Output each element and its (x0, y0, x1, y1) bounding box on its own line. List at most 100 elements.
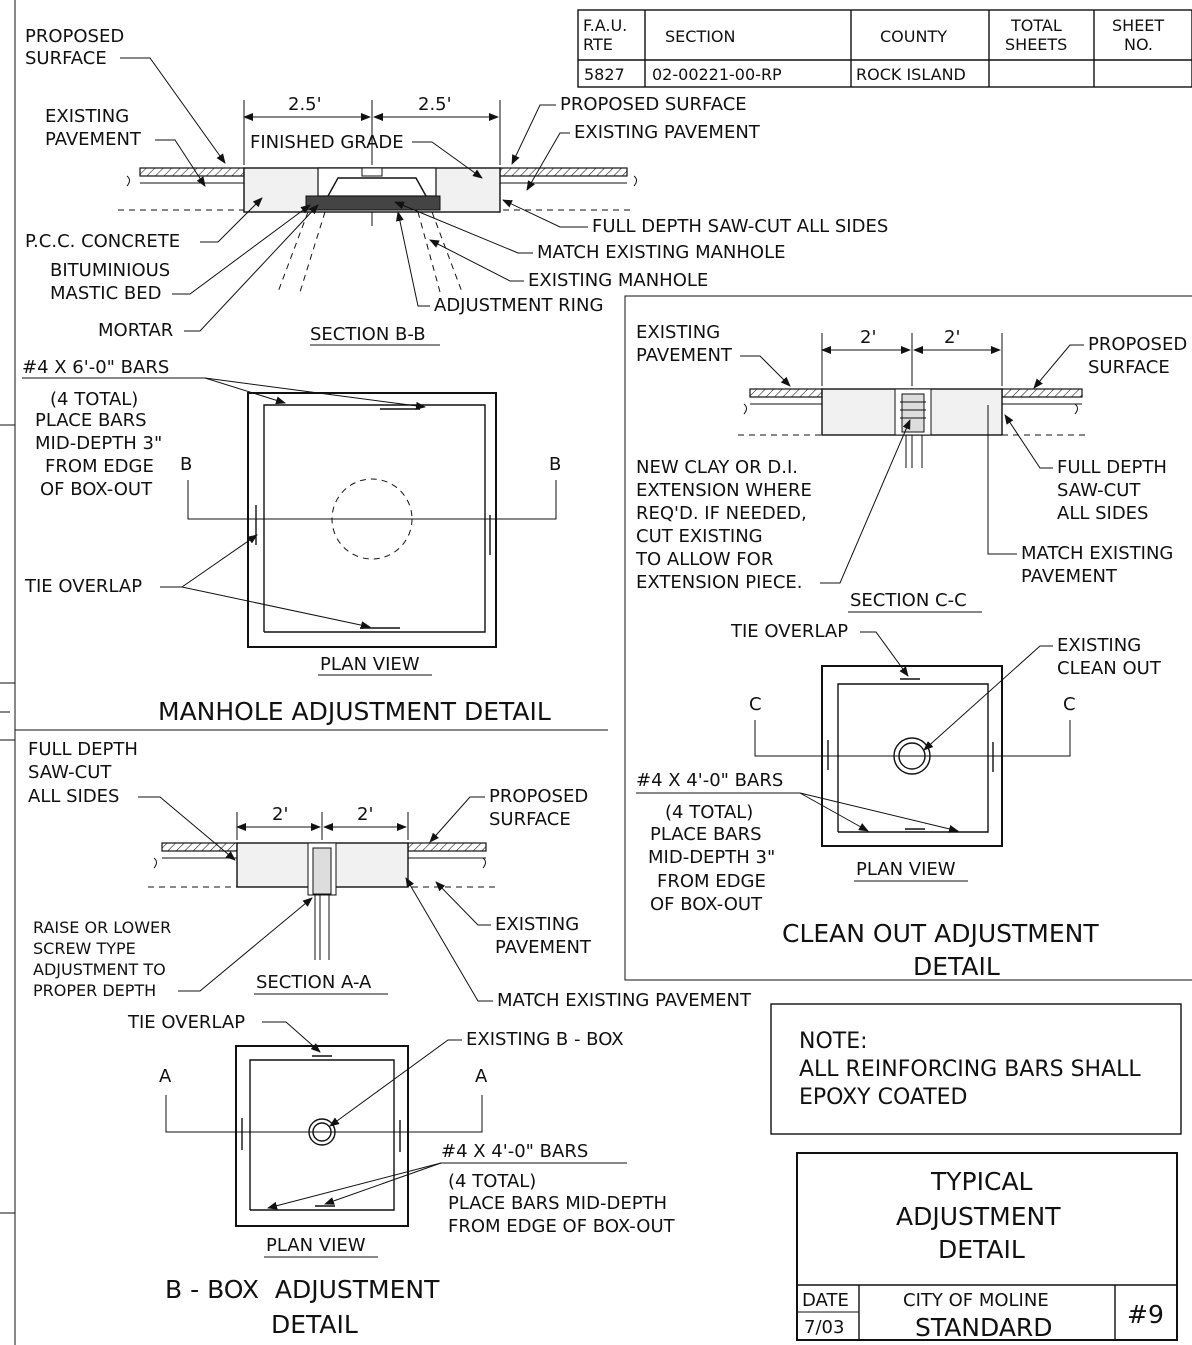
cleanout-dim-left: 2' (860, 327, 876, 348)
title-value-county: ROCK ISLAND (856, 65, 966, 84)
cleanout-cut-right: C (1063, 694, 1076, 715)
sheet-border (0, 0, 16, 1345)
title-header-total-1: TOTAL (1010, 16, 1062, 35)
title-header-section: SECTION (665, 27, 736, 46)
manhole-bars-note-5: OF BOX-OUT (40, 479, 153, 500)
manhole-label-proposed-r: PROPOSED SURFACE (560, 94, 747, 115)
manhole-plan-view: B B #4 X 6'-0" BARS (4 TOTAL) PLACE BARS… (15, 357, 608, 731)
title-header-total-2: SHEETS (1005, 35, 1067, 54)
bbox-detail-title-2: DETAIL (271, 1310, 358, 1339)
manhole-label-existing-1: EXISTING (45, 106, 129, 127)
manhole-label-existing-r: EXISTING PAVEMENT (574, 122, 761, 143)
stamp-date-label: DATE (802, 1290, 849, 1311)
title-block: F.A.U. RTE SECTION COUNTY TOTAL SHEETS S… (577, 9, 1192, 88)
title-header-county: COUNTY (880, 27, 947, 46)
bbox-section-aa: 2' 2' FULL DEPTH SAW-CUT ALL SIDES PROPO… (28, 739, 752, 1011)
cleanout-tie-label: TIE OVERLAP (730, 621, 848, 642)
manhole-bars-note-4: FROM EDGE (45, 456, 154, 477)
cleanout-label-prop-2: SURFACE (1088, 357, 1170, 378)
bbox-exbox-label: EXISTING B - BOX (466, 1029, 624, 1050)
bbox-plan-view: A A TIE OVERLAP EXISTING B - BOX #4 X 4'… (127, 1012, 676, 1339)
cleanout-bars-note-3: MID-DEPTH 3" (648, 847, 775, 868)
manhole-label-proposed-2: SURFACE (25, 48, 107, 69)
manhole-dim-left: 2.5' (288, 94, 322, 115)
cleanout-saw-2: SAW-CUT (1057, 480, 1141, 501)
bbox-bars-note-1: (4 TOTAL) (448, 1171, 536, 1192)
cleanout-bars-note-1: (4 TOTAL) (665, 802, 753, 823)
manhole-label-match-manhole: MATCH EXISTING MANHOLE (537, 242, 786, 263)
bbox-raise-4: PROPER DEPTH (33, 981, 156, 1000)
stamp-standard: STANDARD (915, 1313, 1053, 1342)
stamp-date-value: 7/03 (804, 1317, 844, 1338)
cleanout-exclean-2: CLEAN OUT (1057, 658, 1162, 679)
cleanout-label-prop-1: PROPOSED (1088, 334, 1187, 355)
cleanout-note-3: REQ'D. IF NEEDED, (636, 503, 807, 524)
manhole-plan-title: PLAN VIEW (320, 654, 420, 675)
bbox-saw-3: ALL SIDES (28, 786, 120, 807)
manhole-cut-left: B (180, 454, 192, 475)
manhole-label-bit-2: MASTIC BED (50, 283, 161, 304)
cleanout-bars-note-2: PLACE BARS (650, 824, 762, 845)
stamp-number: #9 (1127, 1300, 1164, 1329)
manhole-label-sawcut: FULL DEPTH SAW-CUT ALL SIDES (592, 216, 888, 237)
bbox-dim-left: 2' (272, 804, 288, 825)
cleanout-label-expave-2: PAVEMENT (636, 345, 733, 366)
title-header-sheet-2: NO. (1124, 35, 1153, 54)
bbox-raise-3: ADJUSTMENT TO (33, 960, 166, 979)
manhole-bars-note-2: PLACE BARS (35, 410, 147, 431)
manhole-label-proposed-1: PROPOSED (25, 26, 124, 47)
bbox-cut-left: A (159, 1066, 172, 1087)
manhole-label-adj-ring: ADJUSTMENT RING (434, 295, 603, 316)
stamp-title-1: TYPICAL (930, 1167, 1033, 1196)
title-header-fau-1: F.A.U. (583, 16, 627, 35)
note-line-3: EPOXY COATED (799, 1085, 968, 1110)
bbox-bars-note-2: PLACE BARS MID-DEPTH (448, 1193, 667, 1214)
bbox-match: MATCH EXISTING PAVEMENT (497, 990, 752, 1011)
manhole-label-existing-manhole: EXISTING MANHOLE (528, 270, 708, 291)
cleanout-label-expave-1: EXISTING (636, 322, 720, 343)
cleanout-bars-label: #4 X 4'-0" BARS (636, 770, 783, 791)
standard-stamp: TYPICAL ADJUSTMENT DETAIL DATE 7/03 CITY… (796, 1152, 1178, 1342)
cleanout-dim-right: 2' (944, 327, 960, 348)
cleanout-note-5: TO ALLOW FOR (635, 549, 773, 570)
bbox-detail-title-1: B - BOX ADJUSTMENT (165, 1275, 440, 1304)
manhole-label-finished-grade: FINISHED GRADE (250, 132, 404, 153)
bbox-raise-1: RAISE OR LOWER (33, 918, 171, 937)
bbox-saw-1: FULL DEPTH (28, 739, 138, 760)
manhole-section-title: SECTION B-B (310, 324, 426, 345)
manhole-label-bit-1: BITUMINIOUS (50, 260, 170, 281)
manhole-cut-right: B (549, 454, 561, 475)
bbox-raise-2: SCREW TYPE (33, 939, 136, 958)
cleanout-exclean-1: EXISTING (1057, 635, 1141, 656)
bbox-cut-right: A (475, 1066, 488, 1087)
bbox-expave-1: EXISTING (495, 914, 579, 935)
title-header-fau-2: RTE (583, 35, 613, 54)
bbox-plan-title: PLAN VIEW (266, 1235, 366, 1256)
cleanout-detail: 2' 2' EXISTING PAVEMENT PROPOSED SURFACE… (624, 295, 1192, 981)
cleanout-note-2: EXTENSION WHERE (636, 480, 812, 501)
bbox-prop-2: SURFACE (489, 809, 571, 830)
bbox-dim-right: 2' (357, 804, 373, 825)
cleanout-plan-title: PLAN VIEW (856, 859, 956, 880)
manhole-dim-right: 2.5' (418, 94, 452, 115)
bbox-prop-1: PROPOSED (489, 786, 588, 807)
note-box: NOTE: ALL REINFORCING BARS SHALL EPOXY C… (770, 1003, 1182, 1135)
title-value-section: 02-00221-00-RP (652, 65, 782, 84)
cleanout-section-title: SECTION C-C (850, 590, 967, 611)
bbox-bars-note-3: FROM EDGE OF BOX-OUT (448, 1216, 676, 1237)
cleanout-match-2: PAVEMENT (1021, 566, 1118, 587)
bbox-tie-label: TIE OVERLAP (127, 1012, 245, 1033)
cleanout-saw-3: ALL SIDES (1057, 503, 1149, 524)
bbox-section-title: SECTION A-A (256, 972, 372, 993)
stamp-title-3: DETAIL (938, 1235, 1025, 1264)
manhole-section-bb: 2.5' 2.5' PROPOSED SURFACE EXISTING PAVE… (25, 26, 888, 346)
manhole-label-mortar: MORTAR (98, 320, 173, 341)
manhole-bars-note-1: (4 TOTAL) (50, 389, 138, 410)
cleanout-bars-note-5: OF BOX-OUT (650, 894, 763, 915)
cleanout-note-4: CUT EXISTING (636, 526, 763, 547)
note-line-2: ALL REINFORCING BARS SHALL (799, 1057, 1141, 1082)
manhole-detail-title: MANHOLE ADJUSTMENT DETAIL (158, 697, 551, 726)
bbox-bars-label: #4 X 4'-0" BARS (441, 1141, 588, 1162)
cleanout-saw-1: FULL DEPTH (1057, 457, 1167, 478)
